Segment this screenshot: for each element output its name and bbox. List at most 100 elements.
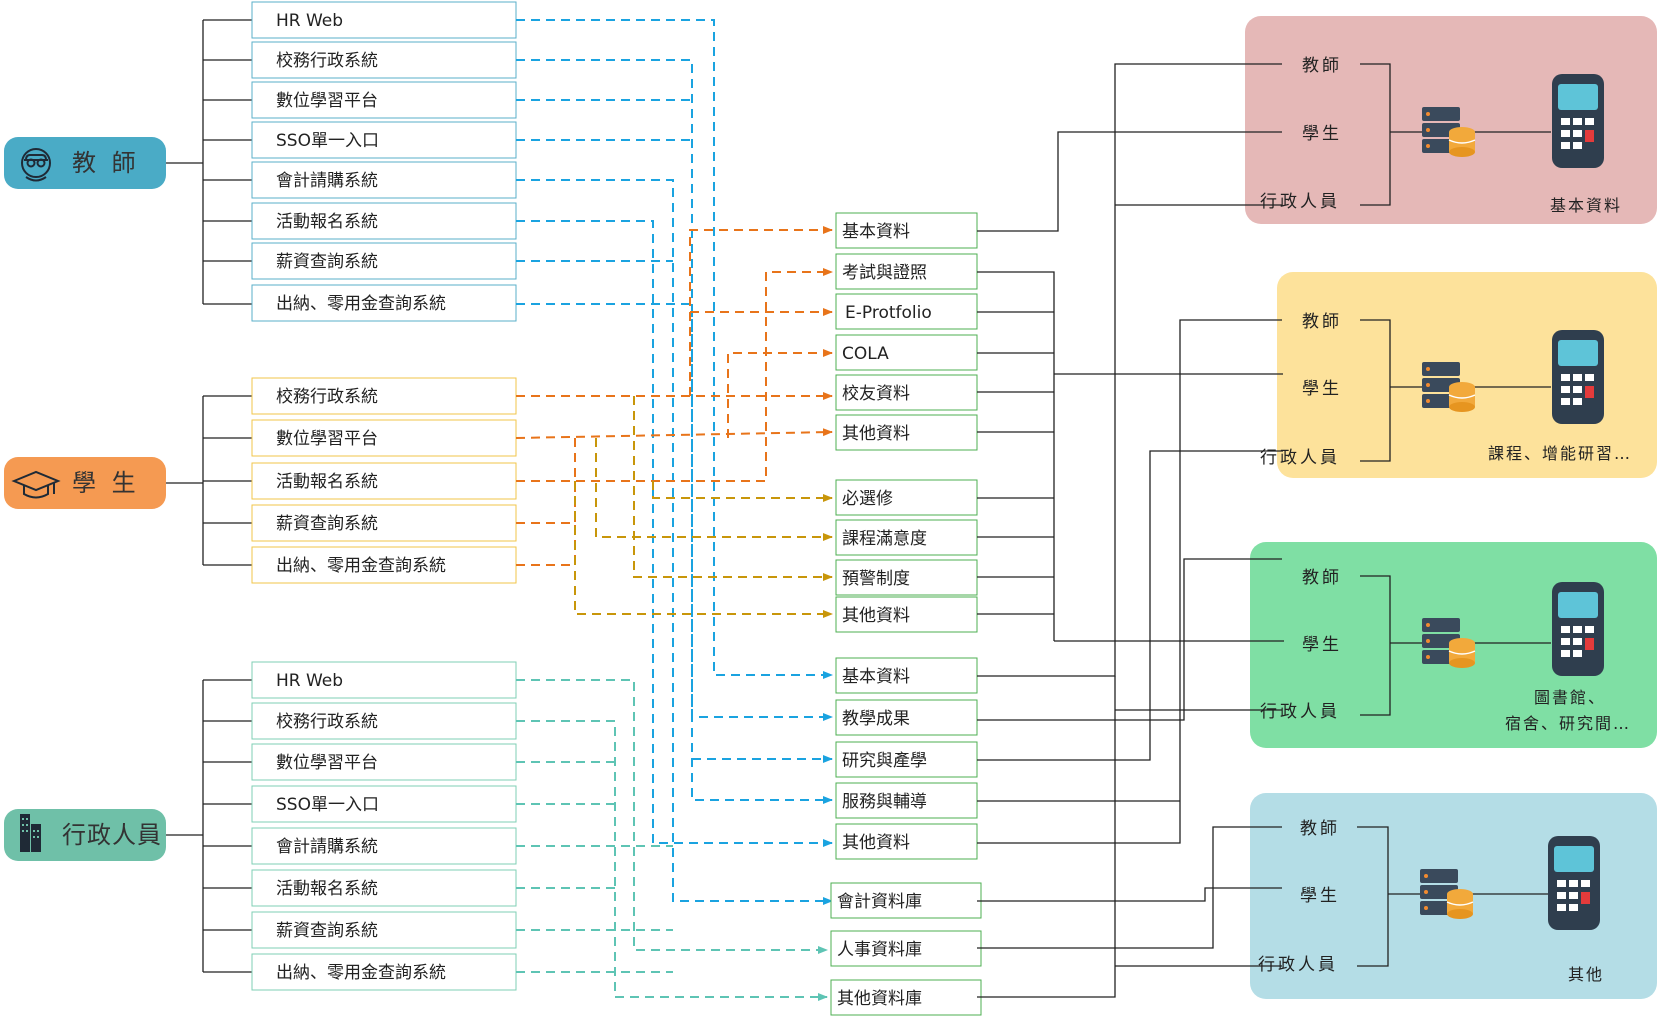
staff-system-0[interactable]: HR Web (251, 661, 517, 699)
hub-box-4[interactable]: 校友資料 (835, 374, 978, 411)
server-icon (1422, 618, 1476, 668)
panel-role-label: 學生 (1300, 886, 1340, 906)
staff-system-5[interactable]: 活動報名系統 (251, 869, 517, 907)
teacher-system-4[interactable]: 會計請購系統 (251, 161, 517, 199)
hub-label: 其他資料 (842, 424, 910, 444)
hub-box-13[interactable]: 服務與輔導 (835, 782, 978, 819)
hub-box-5[interactable]: 其他資料 (835, 414, 978, 451)
student-connectors-gold (574, 396, 833, 618)
system-label: 校務行政系統 (276, 387, 378, 407)
hub-box-7[interactable]: 課程滿意度 (835, 519, 978, 556)
teacher-system-2[interactable]: 數位學習平台 (251, 81, 517, 119)
panel-role-label: 行政人員 (1260, 192, 1340, 212)
system-label: 數位學習平台 (276, 753, 378, 773)
teacher-system-5[interactable]: 活動報名系統 (251, 202, 517, 240)
system-label: HR Web (276, 11, 343, 31)
hub-box-6[interactable]: 必選修 (835, 479, 978, 516)
hub-box-3[interactable]: COLA (835, 334, 978, 371)
panel-role-label: 學生 (1302, 124, 1342, 144)
hub-label: 服務與輔導 (842, 792, 927, 812)
system-label: 薪資查詢系統 (276, 921, 378, 941)
panel-role-label: 行政人員 (1258, 955, 1338, 975)
hub-label: 其他資料 (842, 833, 910, 853)
panel-role-label: 學生 (1302, 635, 1342, 655)
hub-box-10[interactable]: 基本資料 (835, 657, 978, 694)
hub-box-16[interactable]: 人事資料庫 (830, 930, 982, 967)
system-boxes: HR Web 校務行政系統 數位學習平台 SSO單一入口 會計請購系統 活動報名… (251, 1, 517, 991)
system-label: 薪資查詢系統 (276, 514, 378, 534)
device-icon (1552, 330, 1604, 424)
staff-connectors (516, 679, 828, 1001)
system-label: 出納、零用金查詢系統 (276, 294, 446, 314)
hub-label: 基本資料 (842, 667, 910, 687)
system-label: 薪資查詢系統 (276, 252, 378, 272)
system-label: 會計請購系統 (276, 171, 378, 191)
panel-role-label: 行政人員 (1260, 702, 1340, 722)
system-label: 數位學習平台 (276, 429, 378, 449)
server-icon (1420, 869, 1474, 919)
system-label: 活動報名系統 (276, 472, 378, 492)
panel-3-content: 教師 學生 行政人員 其他 (1258, 819, 1604, 984)
panel-caption: 其他 (1568, 965, 1604, 984)
device-icon (1552, 74, 1604, 168)
role-brackets (166, 19, 252, 973)
system-label: 出納、零用金查詢系統 (276, 556, 446, 576)
hub-box-2[interactable]: E-Protfolio (835, 293, 978, 330)
hub-label: 課程滿意度 (842, 529, 927, 549)
hub-box-8[interactable]: 預警制度 (835, 559, 978, 596)
student-system-4[interactable]: 出納、零用金查詢系統 (251, 546, 517, 584)
staff-system-7[interactable]: 出納、零用金查詢系統 (251, 953, 517, 991)
panel-role-label: 教師 (1302, 568, 1342, 588)
system-label: 校務行政系統 (276, 51, 378, 71)
staff-system-4[interactable]: 會計請購系統 (251, 827, 517, 865)
system-label: 出納、零用金查詢系統 (276, 963, 446, 983)
hub-to-panel-lines (977, 63, 1284, 998)
hub-label: E-Protfolio (845, 303, 932, 323)
hub-box-1[interactable]: 考試與證照 (835, 253, 978, 290)
student-system-1[interactable]: 數位學習平台 (251, 419, 517, 457)
student-system-0[interactable]: 校務行政系統 (251, 377, 517, 415)
teacher-system-1[interactable]: 校務行政系統 (251, 41, 517, 79)
staff-system-6[interactable]: 薪資查詢系統 (251, 911, 517, 949)
role-label-staff: 行政人員 (62, 821, 162, 849)
panel-caption: 基本資料 (1550, 196, 1622, 215)
teacher-system-0[interactable]: HR Web (251, 1, 517, 39)
system-label: 活動報名系統 (276, 212, 378, 232)
hub-box-9[interactable]: 其他資料 (835, 596, 978, 633)
hub-box-11[interactable]: 教學成果 (835, 699, 978, 736)
panel-role-label: 教師 (1302, 312, 1342, 332)
role-label-teacher: 教 師 (72, 149, 140, 177)
panel-1-content: 教師 學生 行政人員 課程、增能研習… (1260, 312, 1630, 468)
panel-caption: 圖書館、 (1534, 688, 1606, 707)
hub-box-0[interactable]: 基本資料 (835, 212, 978, 249)
system-label: SSO單一入口 (276, 131, 379, 151)
staff-system-2[interactable]: 數位學習平台 (251, 743, 517, 781)
hub-label: 校友資料 (842, 384, 910, 404)
role-pill-teacher[interactable]: 教 師 (4, 137, 166, 189)
hub-label: 其他資料庫 (837, 989, 922, 1009)
hub-box-15[interactable]: 會計資料庫 (830, 882, 982, 919)
server-icon (1422, 362, 1476, 412)
teacher-system-7[interactable]: 出納、零用金查詢系統 (251, 284, 517, 322)
panel-0-content: 教師 學生 行政人員 基本資料 (1260, 56, 1622, 215)
system-label: 數位學習平台 (276, 91, 378, 111)
staff-system-3[interactable]: SSO單一入口 (251, 785, 517, 823)
teacher-system-3[interactable]: SSO單一入口 (251, 121, 517, 159)
teacher-system-6[interactable]: 薪資查詢系統 (251, 242, 517, 280)
panel-role-label: 行政人員 (1260, 448, 1340, 468)
system-label: SSO單一入口 (276, 795, 379, 815)
system-label: HR Web (276, 671, 343, 691)
role-pill-staff[interactable]: 行政人員 (4, 809, 166, 861)
student-connectors-orange (515, 226, 833, 566)
staff-system-1[interactable]: 校務行政系統 (251, 702, 517, 740)
hub-label: 必選修 (842, 489, 893, 509)
hub-box-17[interactable]: 其他資料庫 (830, 979, 982, 1016)
student-system-3[interactable]: 薪資查詢系統 (251, 504, 517, 542)
panel-role-label: 教師 (1300, 819, 1340, 839)
hub-box-12[interactable]: 研究與產學 (835, 741, 978, 778)
student-system-2[interactable]: 活動報名系統 (251, 462, 517, 500)
hub-label: 會計資料庫 (837, 892, 922, 912)
role-pill-student[interactable]: 學 生 (4, 457, 166, 509)
hub-box-14[interactable]: 其他資料 (835, 823, 978, 860)
